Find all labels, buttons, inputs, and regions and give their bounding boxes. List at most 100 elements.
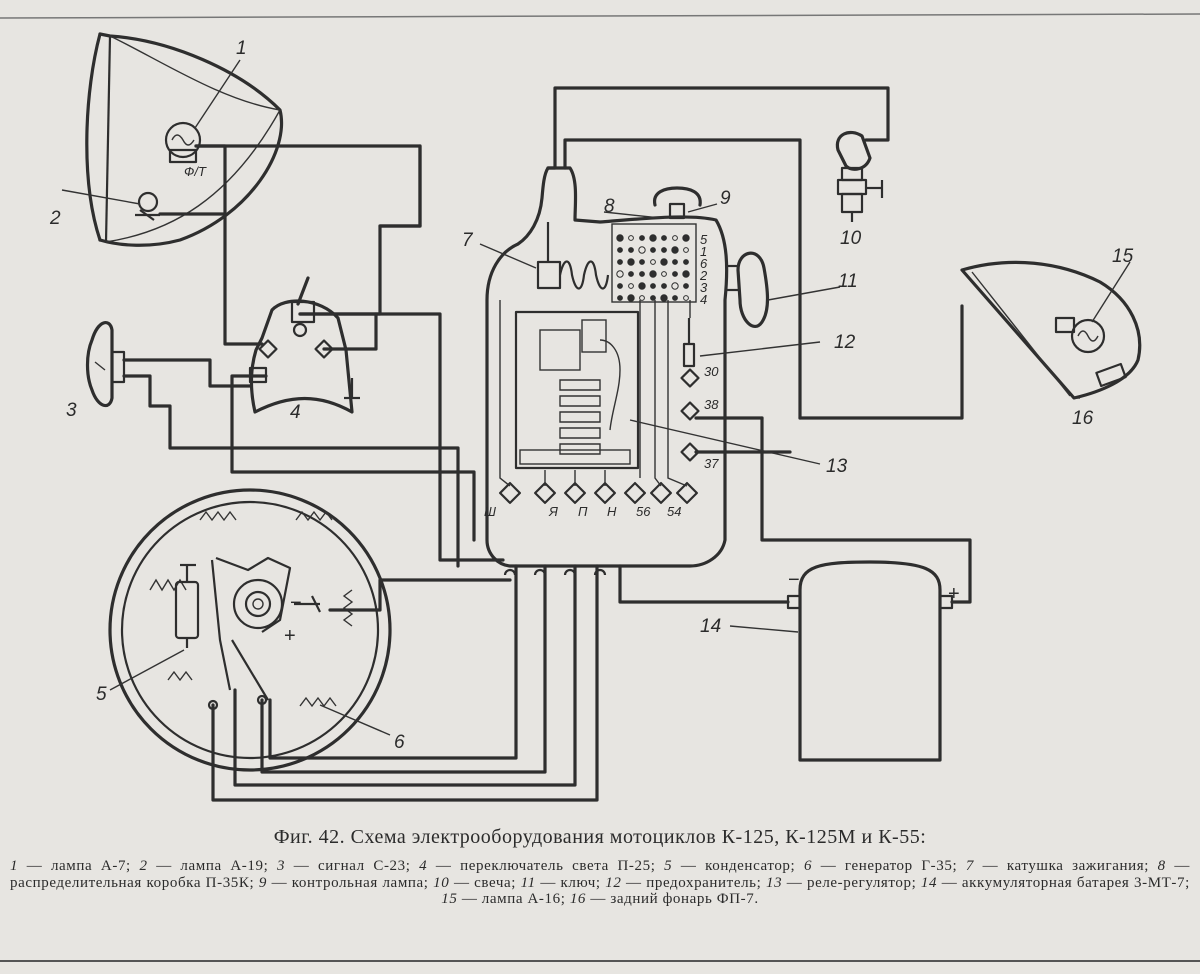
relay-regulator	[514, 310, 640, 470]
legend-number: 2	[139, 858, 148, 874]
grid-terminal-dot	[649, 270, 657, 278]
battery-plus: +	[948, 583, 960, 605]
box-row-4: 2	[699, 268, 708, 283]
legend-number: 10	[433, 874, 450, 891]
legend-text: сигнал С-23	[317, 858, 406, 874]
battery-minus: −	[788, 569, 800, 591]
condenser	[174, 563, 200, 648]
term-38: 38	[704, 397, 719, 412]
legend-text: генератор Г-35	[844, 858, 953, 874]
bottom-rule	[0, 960, 1200, 962]
legend-text: лампа А-16	[481, 891, 561, 907]
term-ya: Я	[548, 504, 558, 519]
grid-terminal-dot	[627, 294, 635, 302]
box-row-1: 5	[700, 232, 708, 247]
legend-text: задний фонарь ФП-7	[610, 891, 755, 907]
legend-text: контрольная лампа	[291, 874, 424, 891]
legend-text: конденсатор	[705, 858, 791, 874]
generator: − +	[108, 488, 392, 772]
legend-number: 11	[520, 874, 536, 891]
grid-terminal-dot	[660, 258, 668, 266]
ignition-coil	[536, 222, 610, 290]
grid-terminal-dot	[682, 234, 690, 242]
grid-terminal-dot	[639, 259, 645, 265]
gen-plus: +	[284, 625, 296, 647]
top-border	[0, 13, 1200, 19]
legend-text: предохранитель	[646, 874, 757, 891]
callout-5: 5	[96, 684, 107, 705]
grid-terminal-dot	[672, 235, 678, 241]
fuse	[682, 318, 696, 368]
term-30: 30	[704, 364, 719, 379]
callout-1: 1	[236, 38, 247, 59]
figure-caption: Фиг. 42. Схема электрооборудования мотоц…	[273, 826, 927, 848]
legend-number: 12	[605, 874, 622, 891]
grid-terminal-dot	[661, 283, 667, 289]
legend-number: 8	[1157, 858, 1166, 874]
grid-terminal-dot	[628, 247, 634, 253]
control-lamp	[652, 186, 702, 220]
callout-leaders	[61, 59, 1131, 736]
headlight: Ф/Т	[85, 32, 283, 247]
grid-terminal-dot	[661, 271, 667, 277]
grid-terminal-dot	[617, 259, 623, 265]
grid-terminal-dot	[683, 295, 689, 301]
box-row-6: 4	[700, 292, 707, 307]
grid-terminal-dot	[617, 283, 623, 289]
tail-light	[960, 260, 1142, 400]
grid-terminal-dot	[617, 247, 623, 253]
callout-11: 11	[838, 271, 858, 292]
battery: − +	[786, 560, 960, 762]
legend-text: ключ	[560, 874, 596, 891]
bottom-terminals	[499, 482, 698, 504]
grid-terminal-dot	[683, 259, 689, 265]
box-row-3: 6	[700, 256, 708, 271]
callout-2: 2	[49, 208, 61, 229]
grid-terminal-dot	[616, 234, 624, 242]
legend-text: распределительная коробка П-35К	[10, 874, 250, 891]
grid-terminal-dot	[671, 246, 679, 254]
callout-13: 13	[826, 456, 848, 477]
grid-terminal-dot	[660, 294, 668, 302]
distribution-box: 5 1 6 2 3 4 30 38 37	[484, 166, 729, 568]
legend-text: свеча	[474, 874, 512, 891]
callout-15: 15	[1112, 246, 1134, 267]
legend-number: 7	[965, 858, 974, 874]
grid-terminal-dot	[672, 295, 678, 301]
callout-6: 6	[394, 732, 405, 753]
legend-number: 3	[277, 858, 286, 874]
callout-9: 9	[720, 188, 731, 209]
spark-plug	[835, 130, 884, 222]
grid-terminal-dot	[683, 283, 689, 289]
grid-terminal-dot	[639, 271, 645, 277]
grid-terminal-dot	[683, 247, 689, 253]
legend-number: 5	[664, 858, 673, 874]
grid-terminal-dot	[628, 271, 634, 277]
legend-text: реле-регулятор	[806, 874, 912, 891]
grid-terminal-dot	[672, 271, 678, 277]
grid-terminal-dot	[628, 235, 634, 241]
legend-text: лампа А-19	[180, 858, 264, 874]
lamp-a7: Ф/Т	[164, 121, 207, 179]
lamp1-mark: Ф/Т	[184, 164, 207, 179]
grid-terminal-dot	[650, 259, 656, 265]
legend-text: катушка зажигания	[1006, 858, 1145, 874]
box-row-5: 3	[700, 280, 708, 295]
gen-minus: −	[290, 592, 302, 614]
terminal-grid	[616, 234, 690, 302]
legend-number: 14	[920, 874, 938, 891]
callout-10: 10	[840, 228, 862, 249]
grid-terminal-dot	[650, 283, 656, 289]
term-54: 54	[667, 504, 681, 519]
horn	[85, 321, 126, 408]
callout-8: 8	[604, 196, 615, 217]
legend-number: 1	[10, 858, 19, 874]
legend-number: 6	[803, 858, 813, 874]
lamp-a19	[135, 191, 160, 221]
grid-terminal-dot	[649, 234, 657, 242]
legend-number: 13	[765, 874, 783, 891]
grid-terminal-dot	[661, 247, 667, 253]
grid-terminal-dot	[672, 259, 678, 265]
term-37: 37	[704, 456, 719, 471]
